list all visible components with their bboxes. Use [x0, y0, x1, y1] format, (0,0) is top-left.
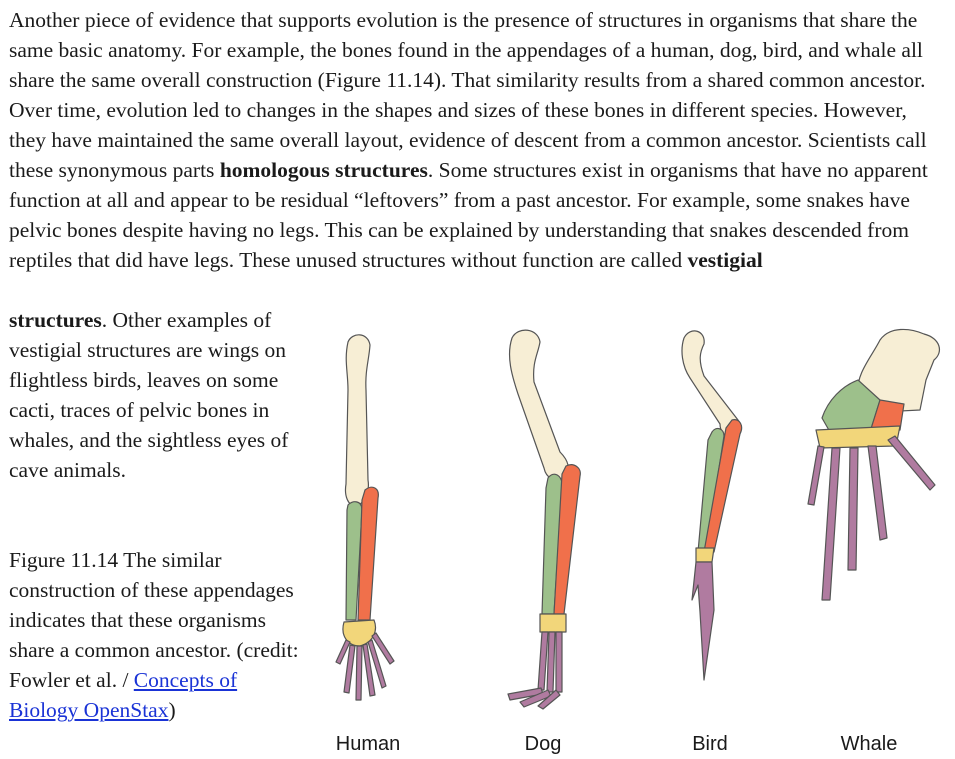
whale-radius	[869, 399, 905, 433]
label-bird: Bird	[692, 733, 728, 755]
paragraph-text-1: Another piece of evidence that supports …	[9, 8, 927, 182]
concepts-of-biology-link[interactable]: Concepts of Biology OpenStax	[9, 668, 238, 722]
term-vestigial: vestigial	[687, 248, 763, 272]
term-structures: structures	[9, 308, 102, 332]
homologous-limbs-figure: Human Dog Bird Whale	[335, 328, 941, 755]
human-arm	[335, 334, 395, 701]
human-radius	[357, 486, 379, 621]
dog-humerus	[508, 329, 569, 481]
label-human: Human	[336, 733, 400, 755]
body-paragraph: Another piece of evidence that supports …	[9, 5, 949, 275]
bird-carpals	[695, 547, 715, 563]
whale-flipper	[807, 328, 941, 601]
side-paragraph: structures. Other examples of vestigial …	[9, 305, 309, 485]
term-homologous-structures: homologous structures	[219, 158, 428, 182]
whale-humerus	[857, 328, 941, 413]
side-text: . Other examples of vestigial structures…	[9, 308, 289, 482]
whale-carpals	[815, 425, 901, 449]
label-whale: Whale	[841, 733, 898, 755]
figure-caption: Figure 11.14 The similar construction of…	[9, 545, 309, 725]
bird-wing	[681, 330, 743, 681]
human-humerus	[344, 334, 371, 507]
paragraph-text-2: . Some structures exist in organisms tha…	[9, 158, 928, 272]
human-ulna	[345, 501, 363, 621]
dog-leg	[507, 329, 581, 710]
whale-digits	[807, 435, 936, 601]
caption-text: Figure 11.14 The similar construction of…	[9, 548, 299, 692]
label-dog: Dog	[525, 733, 562, 755]
dog-carpals	[539, 613, 567, 633]
human-digits	[335, 632, 395, 701]
bird-digits	[691, 561, 715, 681]
dog-digits	[507, 631, 563, 710]
caption-end: )	[168, 698, 176, 722]
